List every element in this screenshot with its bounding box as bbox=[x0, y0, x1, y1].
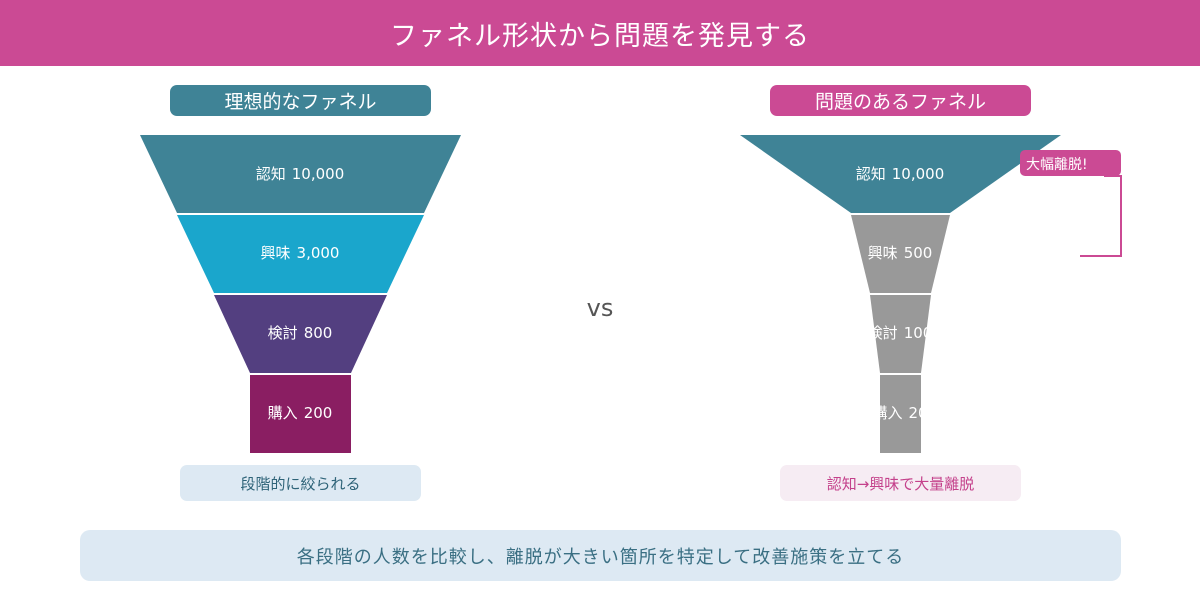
problem-stage-1-value: 10,000 bbox=[892, 165, 945, 183]
problem-stage-2 bbox=[851, 215, 950, 293]
ideal-stage-2-label: 興味 3,000 bbox=[261, 244, 340, 262]
ideal-stage-4-name: 購入 bbox=[268, 404, 298, 422]
ideal-stage-3 bbox=[214, 295, 387, 373]
problem-stage-4-name: 購入 bbox=[872, 404, 902, 422]
ideal-stage-4-value: 200 bbox=[304, 404, 333, 422]
ideal-funnel-label: 理想的なファネル bbox=[170, 85, 431, 116]
ideal-funnel-note: 段階的に絞られる bbox=[180, 465, 421, 501]
ideal-stage-1-label: 認知 10,000 bbox=[256, 165, 345, 183]
problem-funnel-label: 問題のあるファネル bbox=[770, 85, 1031, 116]
ideal-stage-3-value: 800 bbox=[304, 324, 333, 342]
problem-stage-3-name: 検討 bbox=[868, 324, 898, 342]
vs-label: vs bbox=[587, 294, 614, 322]
ideal-stage-4 bbox=[250, 375, 351, 453]
ideal-stage-2 bbox=[177, 215, 424, 293]
problem-stage-1-name: 認知 bbox=[856, 165, 886, 183]
dropoff-callout-box bbox=[1020, 150, 1121, 176]
problem-stage-4-label: 購入 20 bbox=[872, 404, 927, 422]
ideal-stage-4-label: 購入 200 bbox=[268, 404, 333, 422]
ideal-stage-2-value: 3,000 bbox=[297, 244, 340, 262]
problem-stage-1-label: 認知 10,000 bbox=[856, 165, 945, 183]
ideal-stage-3-name: 検討 bbox=[268, 324, 298, 342]
ideal-stage-1-value: 10,000 bbox=[292, 165, 345, 183]
problem-funnel-note: 認知→興味で大量離脱 bbox=[780, 465, 1021, 501]
page-title: ファネル形状から問題を発見する bbox=[390, 20, 810, 52]
problem-stage-2-value: 500 bbox=[904, 244, 933, 262]
ideal-stage-2-name: 興味 bbox=[261, 244, 291, 262]
ideal-stage-3-label: 検討 800 bbox=[268, 324, 333, 342]
title-banner: ファネル形状から問題を発見する bbox=[0, 0, 1200, 66]
ideal-stage-1-name: 認知 bbox=[256, 165, 286, 183]
problem-funnel: 認知 10,000 興味 500 検討 100 購入 20 大幅離脱! bbox=[740, 135, 1122, 453]
dropoff-callout-text: 大幅離脱! bbox=[1026, 156, 1088, 173]
ideal-stage-1 bbox=[140, 135, 461, 213]
problem-stage-2-name: 興味 bbox=[868, 244, 898, 262]
ideal-funnel: 認知 10,000 興味 3,000 検討 800 購入 200 bbox=[140, 135, 461, 453]
problem-stage-3-label: 検討 100 bbox=[868, 324, 933, 342]
dropoff-bracket bbox=[1080, 175, 1122, 257]
footer-summary: 各段階の人数を比較し、離脱が大きい箇所を特定して改善施策を立てる bbox=[80, 530, 1121, 581]
problem-stage-3-value: 100 bbox=[904, 324, 933, 342]
problem-stage-4 bbox=[880, 375, 921, 453]
problem-stage-4-value: 20 bbox=[908, 404, 927, 422]
problem-stage-3 bbox=[870, 295, 931, 373]
problem-stage-1 bbox=[740, 135, 1061, 213]
problem-stage-2-label: 興味 500 bbox=[868, 244, 933, 262]
